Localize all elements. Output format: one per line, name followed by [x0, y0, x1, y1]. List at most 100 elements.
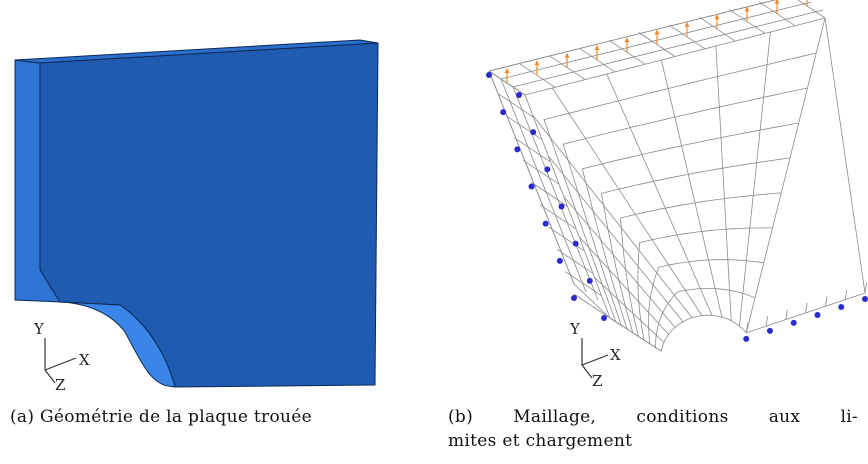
load-arrow-head [504, 68, 510, 73]
axis-y-label: Y [569, 320, 581, 338]
plate-front-face [39, 42, 379, 388]
support-markers [486, 72, 868, 342]
mesh-grid [488, 0, 867, 352]
mesh-line [825, 296, 828, 307]
caption-word: li- [840, 407, 858, 427]
support-marker [571, 295, 577, 301]
support-marker [838, 303, 845, 310]
axis-x-label: X [610, 346, 621, 364]
mesh-line [715, 45, 732, 321]
axis-triad [44, 338, 77, 384]
caption-word: (b) [448, 407, 474, 427]
plate-geometry-drawing: Y X Z [14, 39, 379, 394]
support-marker [814, 311, 821, 318]
mesh-line [565, 271, 602, 297]
mesh-line [500, 1, 812, 80]
mesh-line [500, 78, 587, 293]
support-marker [586, 277, 593, 284]
load-arrow-head [534, 60, 540, 66]
mesh-line [600, 157, 791, 333]
mesh-line [745, 322, 749, 333]
mesh-line [512, 86, 599, 301]
support-marker [862, 296, 868, 302]
load-arrows [504, 0, 808, 83]
mesh-line [578, 236, 669, 335]
caption-line-2: mites et chargement [448, 431, 633, 451]
support-marker [556, 257, 563, 264]
mesh-line [563, 196, 676, 328]
mesh-line [543, 52, 817, 322]
axis-z-label: Z [55, 376, 65, 394]
axis-y-label: Y [33, 320, 45, 338]
mesh-line [512, 9, 824, 88]
mesh-line [805, 302, 808, 313]
load-arrow-head [624, 37, 630, 43]
mesh-line [660, 59, 723, 318]
load-arrow-head [594, 44, 600, 50]
mesh-drawing: Y X Z [486, 0, 868, 390]
support-marker [790, 319, 797, 326]
mesh-line [531, 182, 568, 207]
load-arrow-head [654, 29, 660, 35]
mesh-line [488, 0, 777, 72]
mesh-line [864, 282, 867, 294]
caption-line-1: (b) Maillage, conditions aux li- [448, 405, 858, 429]
caption-word: Maillage, [513, 407, 597, 427]
load-arrow-head [714, 14, 720, 20]
mesh-line [522, 159, 560, 185]
load-arrow-head [774, 0, 780, 4]
support-marker [743, 335, 750, 342]
mesh-line [745, 17, 826, 333]
support-marker [500, 109, 507, 116]
load-arrow-head [564, 52, 570, 58]
mesh-line [660, 314, 747, 352]
load-arrow-head [684, 21, 690, 27]
mesh-line [514, 137, 551, 163]
support-marker [601, 315, 607, 321]
support-marker [766, 327, 773, 334]
mesh-line [655, 287, 756, 348]
mesh-line [647, 259, 764, 344]
mesh-line [573, 293, 611, 319]
support-marker [516, 92, 522, 98]
support-marker [528, 183, 535, 190]
caption-word: aux [768, 407, 801, 427]
support-marker [486, 72, 492, 78]
caption-figure-a: (a) Géométrie de la plaque trouée [10, 405, 420, 429]
mesh-line [765, 316, 768, 327]
mesh-line [532, 115, 693, 318]
mesh-edge [746, 17, 866, 334]
mesh-line [637, 227, 773, 341]
mesh-line [562, 87, 808, 326]
support-marker [542, 220, 549, 227]
axis-triad [581, 338, 609, 379]
figure-plate-geometry: Y X Z [0, 0, 420, 405]
mesh-line [539, 204, 577, 230]
mesh-line [606, 73, 713, 316]
mesh-line [844, 289, 848, 300]
mesh-line [594, 277, 665, 343]
mesh-line [505, 115, 543, 140]
mesh-line [551, 87, 703, 316]
mesh-line [556, 249, 594, 274]
mesh-line [785, 309, 788, 320]
plate-hole-surface [59, 301, 176, 388]
figure-mesh-bc: Y X Z [440, 0, 868, 405]
support-marker [530, 129, 537, 136]
support-marker [544, 166, 551, 173]
axis-x-label: X [79, 351, 90, 369]
caption-text: (a) Géométrie de la plaque trouée [10, 407, 312, 427]
support-marker [558, 203, 565, 210]
mesh-line [620, 192, 782, 337]
mesh-line [497, 92, 534, 118]
load-arrow-head [744, 6, 750, 12]
caption-word: conditions [636, 407, 729, 427]
mesh-line [488, 70, 575, 285]
mesh-line [758, 1, 796, 27]
mesh-line [548, 226, 585, 252]
mesh-line [547, 155, 684, 322]
caption-figure-b: (b) Maillage, conditions aux li- mites e… [448, 405, 858, 453]
axis-z-label: Z [592, 372, 602, 390]
support-marker [572, 240, 579, 247]
support-marker [514, 146, 521, 153]
